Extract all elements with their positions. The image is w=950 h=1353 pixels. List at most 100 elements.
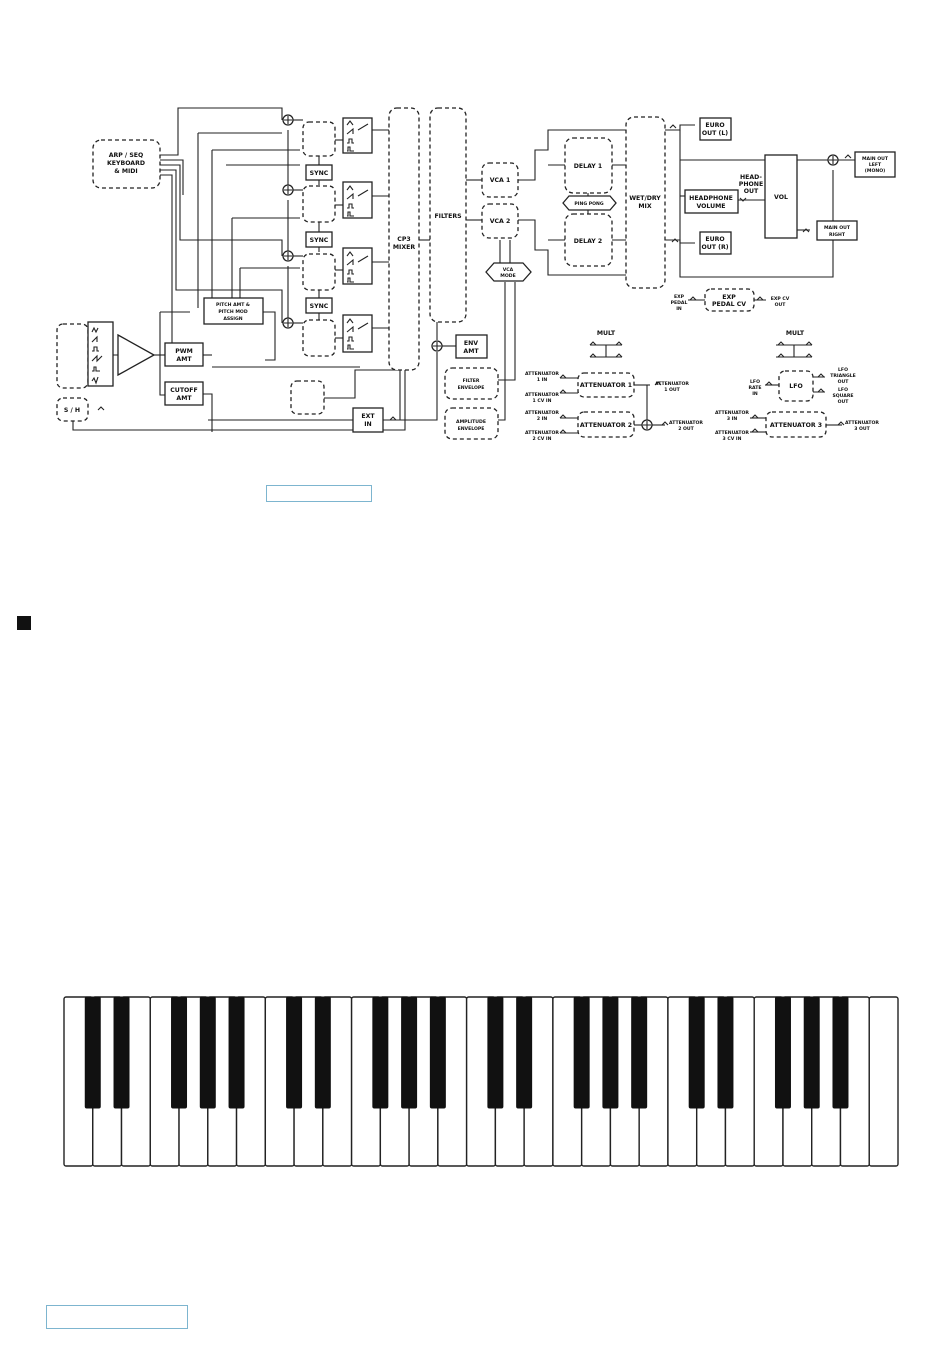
pwm-amt-block: PWM AMT — [164, 342, 204, 367]
euro-out-l-label-2: OUT (L) — [702, 130, 728, 137]
lfo-rate-in-3: IN — [752, 391, 758, 397]
vca-2: VCA 2 — [481, 203, 519, 239]
att1-cv-in-1: ATTENUATOR — [525, 392, 559, 398]
sample-hold: S / H — [56, 397, 89, 422]
wave-selector-2 — [342, 181, 373, 219]
vca-mode-label-2: MODE — [500, 273, 515, 279]
black-key[interactable] — [228, 996, 245, 1109]
black-key[interactable] — [84, 996, 101, 1109]
oscillator-3 — [302, 253, 336, 291]
headphone-out-label-1: HEAD- — [740, 174, 762, 181]
black-key[interactable] — [487, 996, 504, 1109]
ext-in-label-1: EXT — [361, 413, 375, 420]
lfo-label: LFO — [789, 383, 802, 390]
att1-cv-in-2: 1 CV IN — [533, 398, 552, 404]
black-key[interactable] — [688, 996, 705, 1109]
attenuator-2: ATTENUATOR 2 — [577, 411, 635, 438]
cp3-mixer: CP3 MIXER — [388, 107, 420, 371]
black-key[interactable] — [314, 996, 331, 1109]
main-out-left-label-3: (MONO) — [865, 168, 885, 174]
env-amt-label-1: ENV — [464, 340, 478, 347]
delay1-label: DELAY 1 — [574, 163, 602, 170]
black-key[interactable] — [803, 996, 820, 1109]
exp-pedal-in-2: PEDAL — [671, 300, 688, 306]
exp-pedal-cv-label-1: EXP — [722, 294, 736, 301]
filter-envelope: FILTER ENVELOPE — [444, 367, 499, 400]
black-key[interactable] — [401, 996, 418, 1109]
jack-marks — [97, 124, 852, 434]
sum-node — [282, 114, 294, 126]
vol-label: VOL — [774, 194, 788, 201]
black-key[interactable] — [602, 996, 619, 1109]
sum-node — [282, 250, 294, 262]
noise-source — [290, 380, 325, 415]
vca2-label: VCA 2 — [490, 218, 511, 225]
att3-out-1: ATTENUATOR — [845, 420, 879, 426]
amplitude-envelope: AMPLITUDE ENVELOPE — [444, 407, 499, 440]
att2-out-1: ATTENUATOR — [669, 420, 703, 426]
attenuator2-label: ATTENUATOR 2 — [580, 422, 632, 429]
attenuator-3: ATTENUATOR 3 — [765, 411, 827, 438]
headphone-out-label-3: OUT — [744, 188, 759, 195]
att1-in-2: 1 IN — [537, 377, 548, 383]
exp-cv-out-2: OUT — [775, 302, 787, 308]
vca1-label: VCA 1 — [490, 177, 511, 184]
black-key[interactable] — [429, 996, 446, 1109]
headphone-volume-label-2: VOLUME — [696, 203, 725, 210]
black-key[interactable] — [516, 996, 533, 1109]
vca-mode: VCA MODE — [485, 262, 532, 282]
oscillators — [302, 121, 336, 357]
black-key[interactable] — [717, 996, 734, 1109]
sync-3: SYNC — [305, 297, 333, 314]
main-out-left: MAIN OUT LEFT (MONO) — [854, 151, 896, 178]
attenuator-1: ATTENUATOR 1 — [577, 372, 635, 398]
att1-out-2: 1 OUT — [664, 387, 680, 393]
vca-1: VCA 1 — [481, 162, 519, 198]
sum-node — [282, 184, 294, 196]
sum-node — [431, 340, 443, 352]
black-key[interactable] — [573, 996, 590, 1109]
sum-node — [827, 154, 839, 166]
black-key[interactable] — [832, 996, 849, 1109]
exp-pedal-cv-label-2: PEDAL CV — [712, 301, 746, 308]
oscillator-4 — [302, 319, 336, 357]
mult-label-1: MULT — [597, 330, 616, 337]
delay-1: DELAY 1 — [564, 137, 613, 194]
lfo-tri-out-1: LFO — [838, 367, 848, 373]
cutoff-amt-block: CUTOFF AMT — [164, 381, 204, 406]
white-key[interactable] — [868, 996, 899, 1167]
arp-label-1: ARP / SEQ — [109, 152, 144, 159]
black-key[interactable] — [113, 996, 130, 1109]
euro-out-right: EURO OUT (R) — [699, 231, 732, 255]
amp-env-label-2: ENVELOPE — [458, 426, 485, 432]
mixer-label: MIXER — [393, 244, 415, 251]
att3-in-2: 3 IN — [727, 416, 738, 422]
lfo-block: LFO — [778, 370, 814, 402]
filters-block: FILTERS — [429, 107, 467, 323]
bottom-caption-placeholder — [46, 1305, 188, 1329]
ext-in-block: EXT IN — [352, 407, 384, 433]
attenuator1-label: ATTENUATOR 1 — [580, 382, 632, 389]
small-labels: EXP PEDAL IN EXP CV OUT MULT MULT ATTENU… — [525, 294, 879, 442]
main-out-right-label-1: MAIN OUT — [824, 225, 851, 231]
lfo-rate-in-2: RATE — [748, 385, 761, 391]
pwm-label-1: PWM — [175, 348, 193, 355]
ext-in-label-2: IN — [364, 421, 371, 428]
black-key[interactable] — [631, 996, 648, 1109]
black-key[interactable] — [774, 996, 791, 1109]
attenuator3-label: ATTENUATOR 3 — [770, 422, 822, 429]
black-key[interactable] — [199, 996, 216, 1109]
sync-2: SYNC — [305, 231, 333, 248]
euro-out-r-label-1: EURO — [705, 236, 724, 243]
black-key[interactable] — [286, 996, 303, 1109]
euro-out-r-label-2: OUT (R) — [701, 244, 728, 251]
sync-1: SYNC — [305, 164, 333, 181]
black-key[interactable] — [171, 996, 188, 1109]
summing-nodes — [282, 114, 839, 431]
headphone-out-label: HEAD- PHONE OUT — [739, 174, 763, 195]
filter-env-label-2: ENVELOPE — [458, 385, 485, 391]
filters-label: FILTERS — [434, 213, 461, 220]
lfo-wave-selector — [87, 321, 114, 387]
black-key[interactable] — [372, 996, 389, 1109]
headphone-volume: HEADPHONE VOLUME — [684, 189, 739, 214]
